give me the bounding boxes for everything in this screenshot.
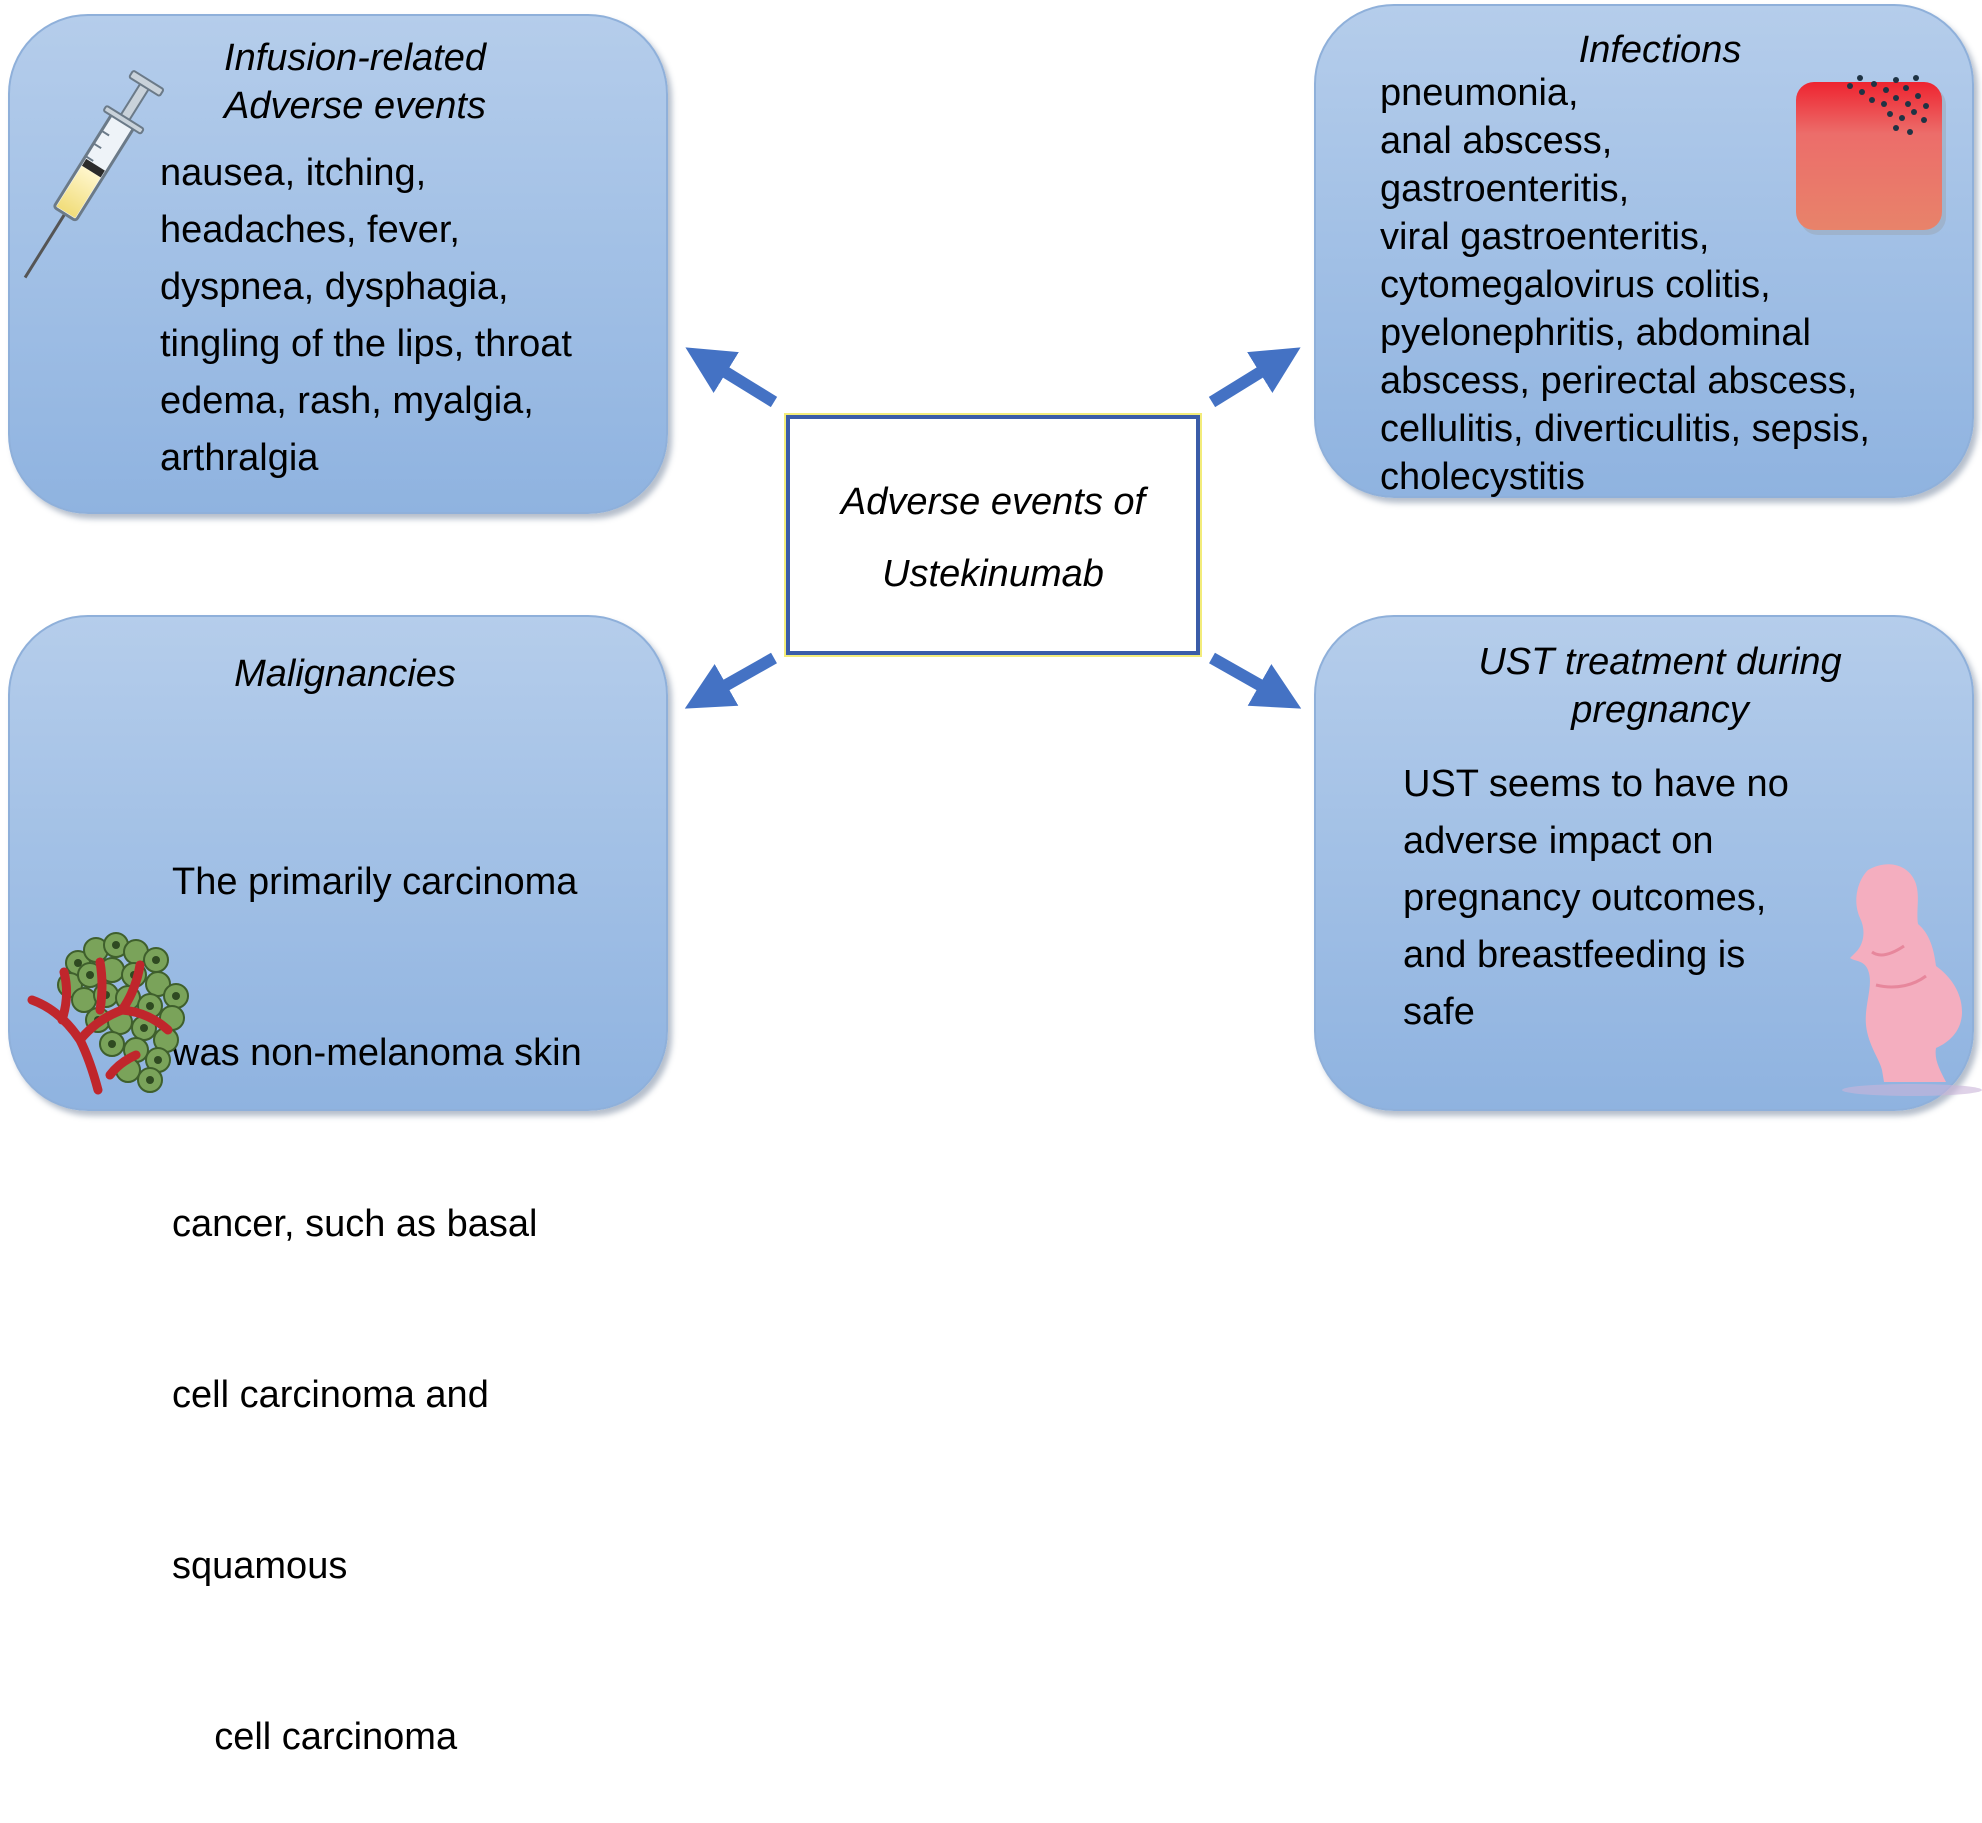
pregnancy-item: adverse impact on	[1403, 820, 1714, 862]
center-title-line2: Ustekinumab	[882, 553, 1104, 595]
pregnancy-box	[1314, 615, 1974, 1111]
infusion-item: dyspnea, dysphagia,	[160, 266, 509, 308]
malignancies-item: was non-melanoma skin	[172, 1032, 582, 1074]
arrow-to-infections	[1208, 347, 1301, 408]
infections-item: anal abscess,	[1380, 120, 1613, 162]
pregnant-woman-icon	[1842, 864, 1982, 1096]
malignancies-item: cell carcinoma	[172, 1716, 458, 1758]
infusion-item: arthralgia	[160, 437, 319, 479]
infections-item: gastroenteritis,	[1380, 168, 1630, 210]
arrow-to-pregnancy	[1209, 652, 1302, 709]
infusion-title-line: Adverse events	[224, 85, 486, 127]
pregnancy-title-line: UST treatment during	[1478, 641, 1842, 683]
infections-item: cholecystitis	[1380, 456, 1585, 498]
arrow-to-infusion	[685, 347, 778, 408]
arrow-to-malignancies	[684, 652, 777, 709]
infections-item: viral gastroenteritis,	[1380, 216, 1710, 258]
infusion-item: tingling of the lips, throat	[160, 323, 572, 365]
malignancies-item: squamous	[172, 1545, 348, 1587]
infusion-title: Infusion-related Adverse events	[160, 34, 550, 130]
infusion-title-line: Infusion-related	[224, 37, 486, 79]
malignancies-title: Malignancies	[180, 650, 510, 698]
skin-rash-icon	[1796, 75, 1946, 235]
pregnancy-item: safe	[1403, 991, 1475, 1033]
pregnancy-item: pregnancy outcomes,	[1403, 877, 1767, 919]
infusion-item: edema, rash, myalgia,	[160, 380, 534, 422]
infusion-item: headaches, fever,	[160, 209, 460, 251]
pregnancy-list: UST seems to have no adverse impact on p…	[1403, 756, 1789, 1041]
infections-item: cellulitis, diverticulitis, sepsis,	[1380, 408, 1870, 450]
malignancies-item: cancer, such as basal	[172, 1203, 538, 1245]
infections-list: pneumonia, anal abscess, gastroenteritis…	[1380, 69, 1870, 501]
infections-item: cytomegalovirus colitis,	[1380, 264, 1771, 306]
infusion-item: nausea, itching,	[160, 152, 427, 194]
infections-item: abscess, perirectal abscess,	[1380, 360, 1858, 402]
pregnancy-item: and breastfeeding is	[1403, 934, 1746, 976]
center-title-line1: Adverse events of	[840, 481, 1146, 523]
infusion-list: nausea, itching, headaches, fever, dyspn…	[160, 145, 572, 487]
syringe-icon	[23, 70, 165, 279]
tumor-cells-icon	[27, 932, 189, 1095]
pregnancy-title-line: pregnancy	[1571, 689, 1749, 731]
malignancies-title-line: Malignancies	[234, 653, 456, 695]
pregnancy-title: UST treatment during pregnancy	[1420, 638, 1900, 734]
infections-title: Infections	[1500, 26, 1820, 74]
infections-item: pyelonephritis, abdominal	[1380, 312, 1811, 354]
infections-title-line: Infections	[1578, 29, 1742, 71]
diagram-graphics	[23, 70, 1982, 1096]
infusion-box	[8, 14, 668, 514]
center-box: Adverse events of Ustekinumab	[786, 415, 1200, 655]
malignancies-item: The primarily carcinoma	[172, 861, 578, 903]
pregnancy-item: UST seems to have no	[1403, 763, 1789, 805]
infections-item: pneumonia,	[1380, 72, 1579, 114]
malignancies-item: cell carcinoma and	[172, 1374, 489, 1416]
